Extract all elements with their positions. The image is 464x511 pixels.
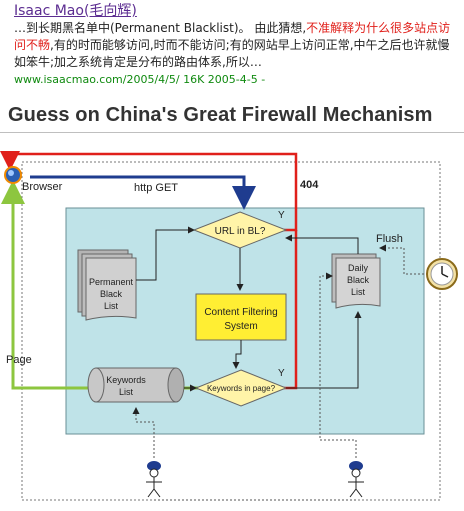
http-get-label: http GET: [134, 182, 178, 194]
clock-icon: [426, 258, 458, 290]
keywords-label-2: List: [119, 387, 134, 397]
daily-label-1: Daily: [348, 263, 369, 273]
yes-label-2: Y: [278, 368, 285, 379]
keyword-to-daily: [286, 311, 362, 389]
browser-label: Browser: [22, 181, 63, 193]
permanent-label-3: List: [104, 301, 119, 311]
permanent-label-2: Black: [100, 289, 123, 299]
admin-left-to-keywords: [132, 407, 155, 458]
page-label: Page: [6, 354, 32, 366]
blue-get-path: [30, 175, 256, 210]
keywords-label-1: Keywords: [106, 375, 146, 385]
search-result: Isaac Mao(毛向辉) …到长期黑名单中(Permanent Blackl…: [14, 2, 460, 88]
code-404-label: 404: [300, 179, 319, 191]
keyword-decision-diamond: [194, 369, 288, 407]
keywords-db-icon: [87, 367, 185, 403]
page-heading: Guess on China's Great Firewall Mechanis…: [8, 104, 433, 126]
permanent-to-decision: [136, 226, 195, 281]
flush-label: Flush: [376, 233, 403, 245]
red-404-path: [0, 151, 298, 232]
content-filter-label-2: System: [224, 321, 257, 332]
content-filter-label-1: Content Filtering: [204, 307, 277, 318]
result-snippet: …到长期黑名单中(Permanent Blacklist)。 由此猜想,不准解释…: [14, 20, 460, 71]
admin-right-icon: [348, 461, 364, 498]
daily-label-2: Black: [347, 275, 370, 285]
keyword-decision-label: Keywords in page?: [207, 384, 276, 393]
browser-icon: [4, 166, 22, 184]
result-meta: www.isaacmao.com/2005/4/5/ 16K 2005-4-5 …: [14, 73, 266, 86]
snippet-highlight: 不准解释为什么很多站点访问不畅: [14, 21, 451, 52]
admin-left-icon: [146, 461, 162, 498]
snippet-text-a: …到长期黑名单中(Permanent Blacklist)。 由此猜想,: [14, 21, 307, 35]
daily-label-3: List: [351, 287, 366, 297]
snippet-text-b: ,有的时而能够访问,时而不能访问;有的网站早上访问正常,中午之后也许就慢如笨牛;…: [14, 38, 450, 69]
permanent-label-1: Permanent: [89, 277, 134, 287]
heading-divider: [0, 132, 464, 133]
gfw-diagram: Browser http GET 404 URL in BL? Y Perman…: [0, 151, 458, 501]
content-filter-box: [195, 293, 287, 341]
admin-right-to-daily: [319, 272, 357, 458]
url-decision-label: URL in BL?: [215, 226, 266, 237]
result-title-link[interactable]: Isaac Mao(毛向辉): [14, 3, 137, 19]
yes-label-1: Y: [278, 210, 285, 221]
filter-to-keyword-decision: [232, 340, 242, 369]
permanent-doc-front: [85, 257, 137, 321]
daily-to-decision: [285, 234, 359, 254]
flush-path: [379, 244, 428, 275]
daily-doc-front: [335, 257, 381, 309]
